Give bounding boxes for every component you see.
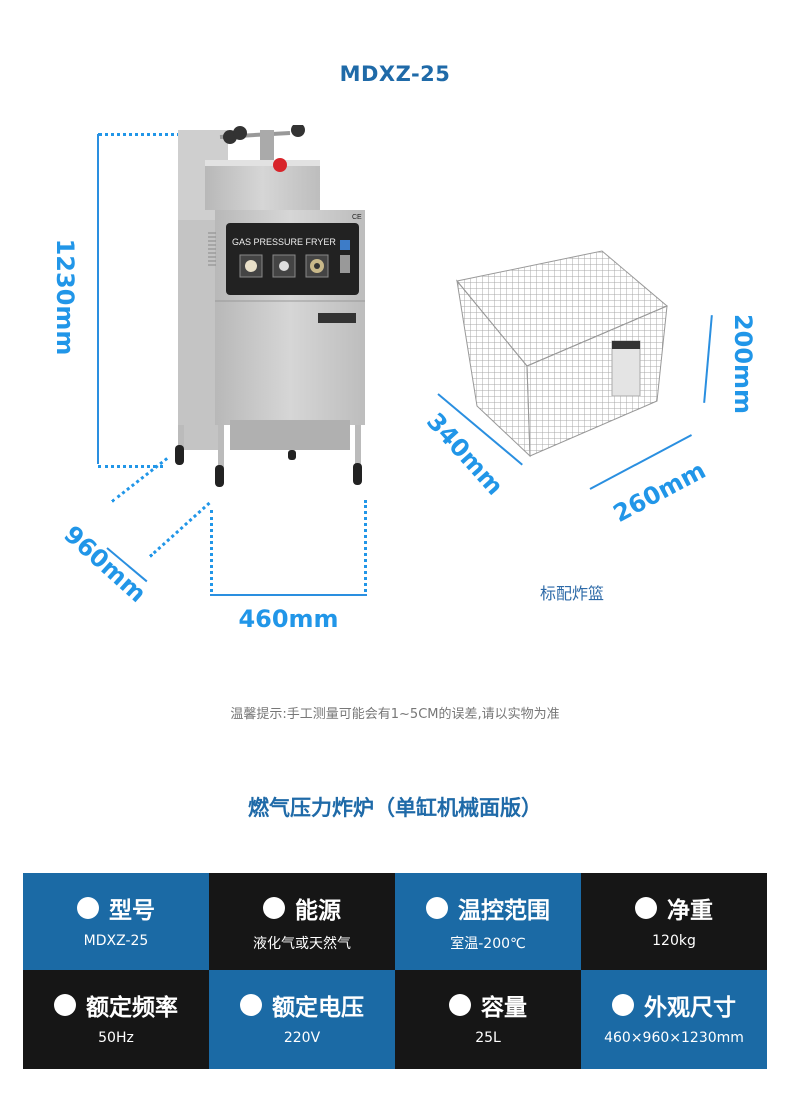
pressure-fryer-image: GAS PRESSURE FRYER CE (160, 123, 375, 505)
spec-value: 25L (475, 1030, 501, 1046)
basket-height-line (703, 315, 713, 403)
bullet-icon (612, 994, 634, 1016)
ce-mark: CE (352, 214, 362, 221)
spec-value: 50Hz (98, 1030, 134, 1046)
bullet-icon (263, 897, 285, 919)
spec-label: 型号 (109, 898, 155, 924)
measurement-note: 温馨提示:手工测量可能会有1~5CM的误差,请以实物为准 (230, 707, 560, 722)
spec-grid: 型号 MDXZ-25 能源 液化气或天然气 温控范围 室温-200℃ 净重 12… (23, 873, 767, 1069)
spec-cell-model: 型号 MDXZ-25 (23, 873, 209, 970)
spec-cell-dimensions: 外观尺寸 460×960×1230mm (581, 970, 767, 1069)
width-dimension-line (210, 594, 367, 596)
bullet-icon (240, 994, 262, 1016)
spec-cell-frequency: 额定频率 50Hz (23, 970, 209, 1069)
bullet-icon (426, 897, 448, 919)
spec-value: 120kg (652, 933, 696, 949)
spec-cell-capacity: 容量 25L (395, 970, 581, 1069)
width-left-dotted-guide (210, 510, 213, 592)
width-dimension-label: 460mm (238, 605, 339, 633)
spec-cell-temperature-range: 温控范围 室温-200℃ (395, 873, 581, 970)
spec-label: 净重 (667, 898, 713, 924)
bullet-icon (77, 897, 99, 919)
spec-value: 460×960×1230mm (604, 1030, 744, 1046)
spec-label: 外观尺寸 (644, 995, 736, 1021)
spec-label: 额定电压 (272, 995, 364, 1021)
height-bottom-dotted-guide (98, 465, 163, 468)
bullet-icon (635, 897, 657, 919)
basket-height-label: 200mm (729, 313, 757, 415)
spec-cell-net-weight: 净重 120kg (581, 873, 767, 970)
depth-dotted-guide-2 (148, 501, 211, 558)
height-top-dotted-guide (98, 133, 188, 136)
spec-cell-voltage: 额定电压 220V (209, 970, 395, 1069)
spec-cell-energy: 能源 液化气或天然气 (209, 873, 395, 970)
width-right-dotted-guide (364, 500, 367, 592)
spec-label: 温控范围 (458, 898, 550, 924)
fry-basket-image (452, 246, 687, 466)
spec-value: 室温-200℃ (450, 936, 526, 952)
spec-value: MDXZ-25 (83, 933, 149, 949)
spec-label: 额定频率 (86, 995, 178, 1021)
spec-value: 液化气或天然气 (253, 936, 351, 952)
spec-label: 容量 (481, 995, 527, 1021)
panel-label: GAS PRESSURE FRYER (232, 237, 336, 247)
spec-value: 220V (283, 1030, 321, 1046)
model-title: MDXZ-25 (339, 62, 451, 86)
spec-label: 能源 (295, 898, 341, 924)
bullet-icon (54, 994, 76, 1016)
product-section-title: 燃气压力炸炉（单缸机械面版） (248, 796, 542, 820)
bullet-icon (449, 994, 471, 1016)
height-dimension-label: 1230mm (51, 238, 79, 356)
basket-caption: 标配炸篮 (540, 584, 605, 603)
depth-dimension-label: 960mm (58, 520, 152, 608)
height-dimension-line (97, 134, 99, 464)
